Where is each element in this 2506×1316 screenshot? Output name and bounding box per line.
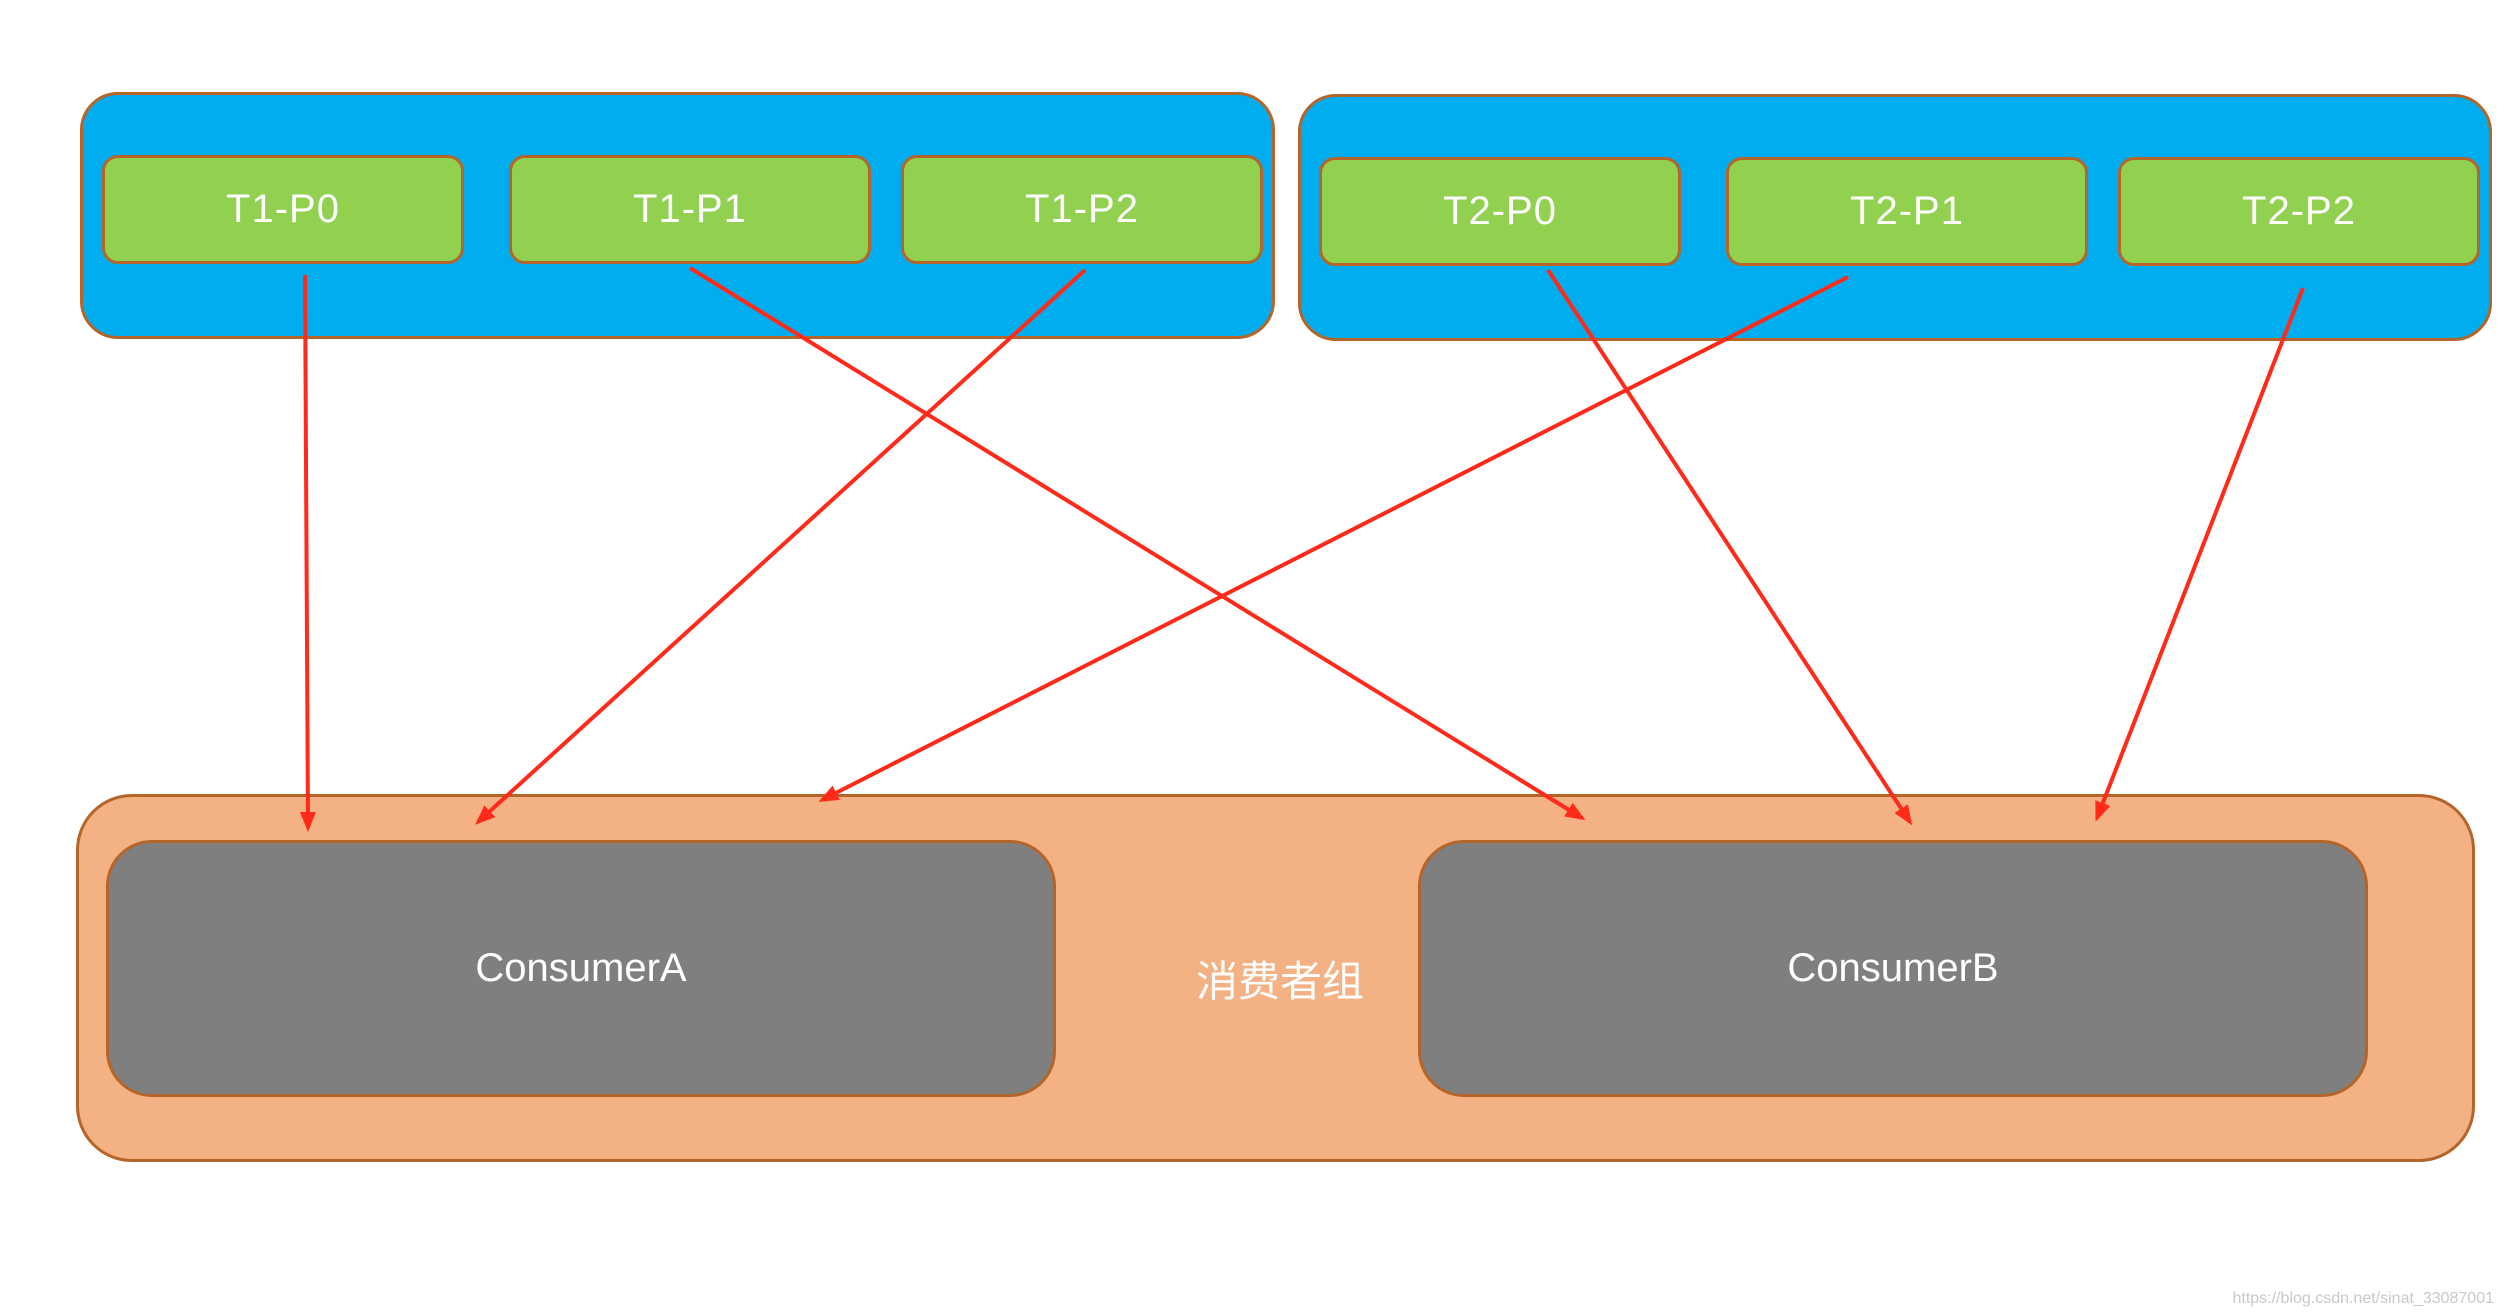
arrow-t2-p0-to-consumer-b: [1546, 268, 1913, 826]
partition-t2-p1: T2-P1: [1726, 157, 2088, 266]
arrow-t2-p1-to-consumer-a: [818, 275, 1849, 802]
partition-t1-p0: T1-P0: [102, 155, 464, 264]
arrow-t1-p2-to-consumer-a: [475, 268, 1087, 825]
consumer-group-label: 消费者组: [1195, 957, 1364, 1006]
partition-t1-p2: T1-P2: [901, 155, 1263, 264]
arrow-t1-p1-to-consumer-b: [688, 266, 1586, 821]
partition-t2-p2: T2-P2: [2118, 157, 2480, 266]
arrow-t2-p2-to-consumer-b: [2095, 287, 2305, 822]
partition-t1-p1: T1-P1: [509, 155, 871, 264]
consumer-b: ConsumerB: [1418, 840, 2368, 1097]
watermark: https://blog.csdn.net/sinat_33087001: [2232, 1290, 2494, 1307]
consumer-a: ConsumerA: [106, 840, 1056, 1097]
partition-t2-p0: T2-P0: [1319, 157, 1681, 266]
arrow-t1-p0-to-consumer-a: [299, 274, 316, 832]
